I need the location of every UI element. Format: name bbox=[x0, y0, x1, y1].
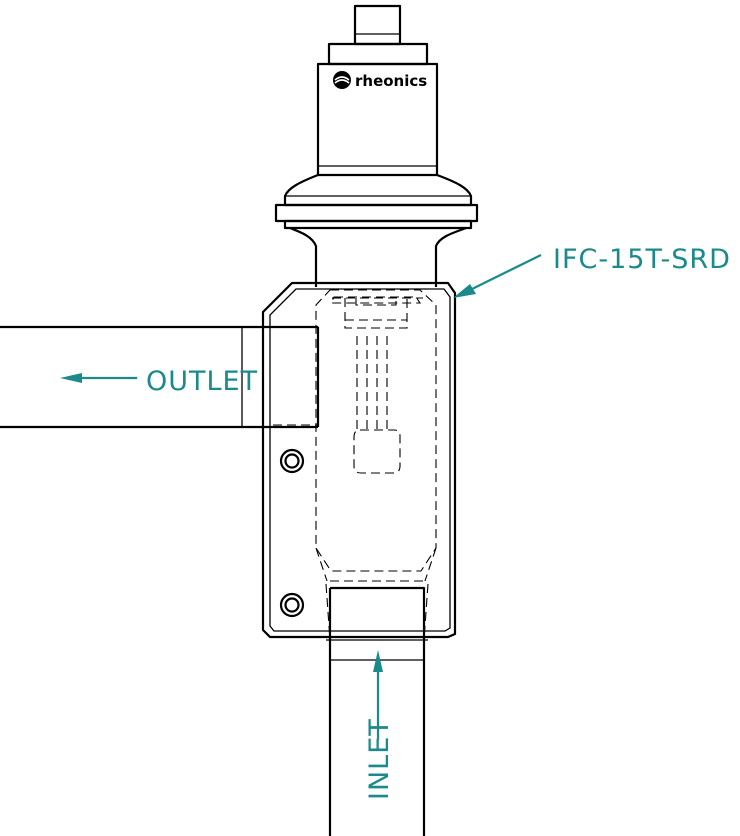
inlet-annotation: INLET bbox=[364, 650, 395, 800]
model-arrowhead bbox=[453, 284, 476, 298]
inlet-pipe bbox=[326, 586, 428, 836]
hidden-internal-cavity bbox=[315, 289, 437, 572]
flow-cell-housing bbox=[261, 281, 457, 639]
sensor-connector bbox=[327, 4, 429, 66]
model-label: IFC-15T-SRD bbox=[553, 244, 731, 275]
mounting-hole-lower bbox=[279, 592, 305, 618]
outlet-pipe bbox=[0, 325, 320, 429]
outlet-annotation: OUTLET bbox=[60, 366, 258, 397]
logo-text: rheonics bbox=[355, 72, 427, 90]
mounting-hole-upper bbox=[279, 448, 305, 474]
hidden-outlet-port bbox=[270, 326, 319, 426]
rheonics-logo: rheonics bbox=[333, 71, 427, 90]
hidden-sensor-element bbox=[344, 298, 408, 474]
model-annotation: IFC-15T-SRD bbox=[453, 244, 731, 298]
outlet-label: OUTLET bbox=[146, 366, 258, 397]
hidden-inlet-port bbox=[315, 547, 437, 641]
flange bbox=[274, 173, 479, 287]
inlet-label: INLET bbox=[364, 718, 395, 800]
inlet-arrowhead bbox=[373, 650, 383, 672]
outlet-arrowhead bbox=[60, 373, 82, 383]
